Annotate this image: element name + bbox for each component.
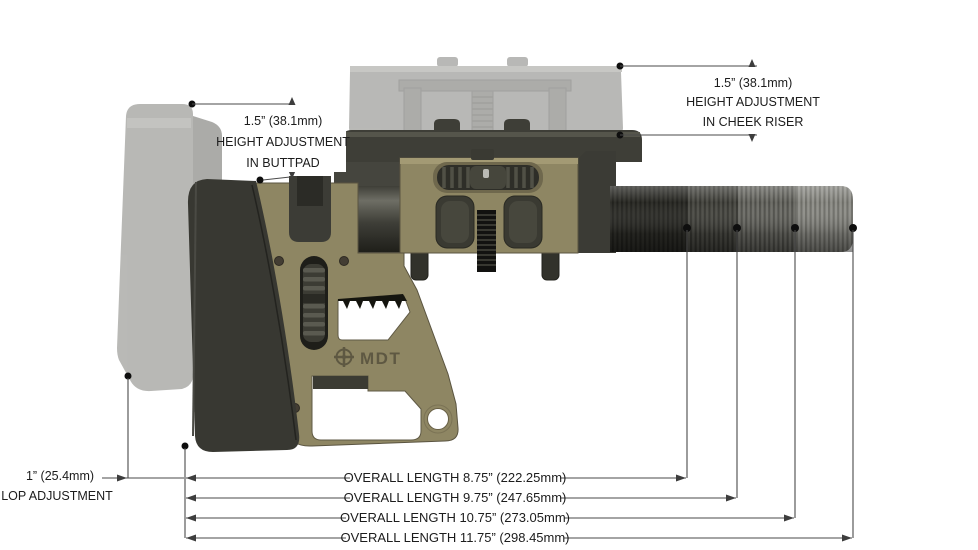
ghost-cheek-riser: [349, 57, 623, 134]
overall-length-1: OVERALL LENGTH 8.75” (222.25mm): [344, 470, 567, 485]
lop-dim-value: 1” (25.4mm): [26, 469, 94, 483]
sling-swivel-hole: [427, 408, 449, 430]
lower-cutout: [311, 375, 422, 441]
riser-dim-value: 1.5” (38.1mm): [714, 76, 793, 90]
overall-length-rows: OVERALL LENGTH 8.75” (222.25mm) OVERALL …: [340, 469, 570, 546]
serration-teeth: [338, 294, 407, 309]
skeleton-frame: [251, 176, 459, 447]
serrated-cutout: [337, 295, 411, 341]
buttpad-dim-label-1: HEIGHT ADJUSTMENT: [216, 135, 350, 149]
annotation-lop: 1” (25.4mm) LOP ADJUSTMENT: [1, 469, 113, 503]
sling-swivel-boss: [423, 404, 453, 434]
cheek-riser: [342, 119, 642, 162]
cheek-riser-bracket: [399, 149, 579, 281]
overall-length-3: OVERALL LENGTH 10.75” (273.05mm): [340, 510, 570, 525]
buttpad-dim-label-2: IN BUTTPAD: [246, 156, 319, 170]
lop-dim-label: LOP ADJUSTMENT: [1, 489, 113, 503]
annotation-buttpad-height: 1.5” (38.1mm) HEIGHT ADJUSTMENT IN BUTTP…: [216, 110, 350, 172]
frame-bolt: [274, 256, 284, 266]
frame-bolt: [339, 256, 349, 266]
mdt-logo-text: MDT: [360, 349, 401, 368]
overall-length-2: OVERALL LENGTH 9.75” (247.65mm): [344, 490, 567, 505]
riser-dim-label-1: HEIGHT ADJUSTMENT: [686, 95, 820, 109]
annotation-cheek-riser-height: 1.5” (38.1mm) HEIGHT ADJUSTMENT IN CHEEK…: [686, 76, 820, 129]
buttpad-dim-value: 1.5” (38.1mm): [244, 114, 323, 128]
buffer-tube-threads: [610, 186, 853, 252]
mdt-logo: MDT: [334, 347, 401, 368]
riser-dim-label-2: IN CHEEK RISER: [703, 115, 804, 129]
buttpad: [187, 179, 300, 452]
overall-length-4: OVERALL LENGTH 11.75” (298.45mm): [340, 530, 569, 545]
